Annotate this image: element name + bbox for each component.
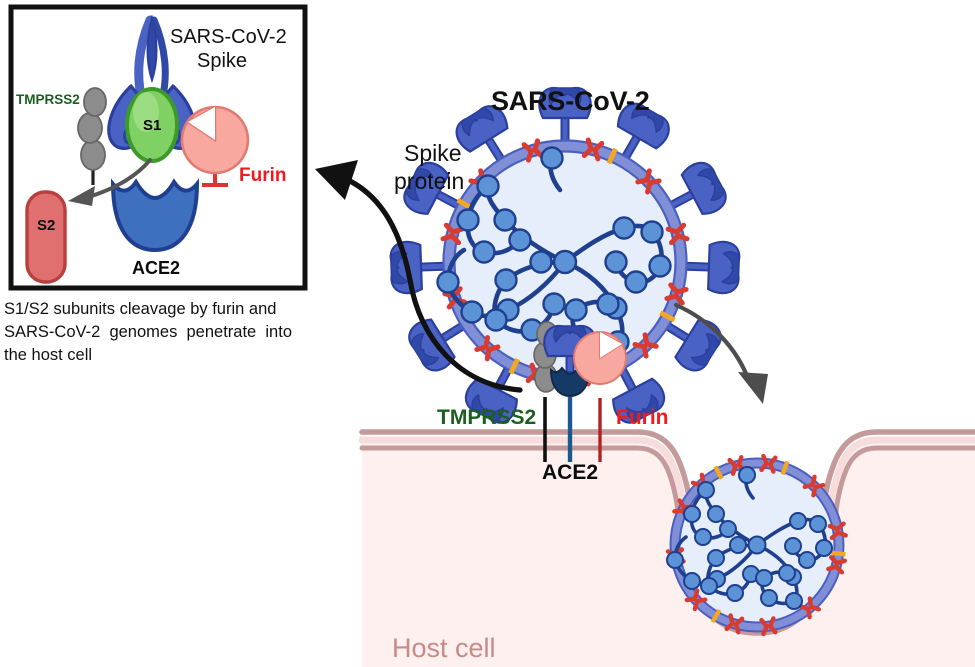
inset-furin-icon	[180, 105, 250, 187]
page-title: SARS-CoV-2	[491, 86, 650, 116]
arrow-to-inset	[345, 177, 523, 393]
arrow-to-inset-head	[315, 160, 358, 200]
inset-ace2-label: ACE2	[132, 258, 181, 278]
virion-spikes-outer	[389, 86, 741, 424]
caption-line-3: the host cell	[4, 346, 93, 364]
inset-s1-label: S1	[143, 117, 162, 134]
inset-ace2-icon	[110, 178, 200, 253]
inset-spike-title-line1: SARS-CoV-2	[170, 26, 287, 48]
inset-tmprss2-icon	[77, 87, 107, 185]
furin-label: Furin	[616, 406, 669, 429]
furin-icon	[572, 330, 627, 385]
spike-protein-label-line2: protein	[394, 168, 465, 194]
inset-s1-highlight	[133, 92, 159, 132]
endo-virion-rna-nodes	[666, 466, 833, 610]
endo-virion-envelope-outline	[669, 457, 845, 633]
tmprss2-label: TMPRSS2	[437, 406, 537, 429]
caption-line-2: SARS-CoV-2 genomes penetrate into	[4, 323, 292, 341]
host-membrane-outer	[359, 429, 975, 636]
inset-furin-label: Furin	[239, 165, 287, 186]
inset-cleavage-arrow-head	[68, 186, 95, 206]
inset-tmprss2-label: TMPRSS2	[16, 92, 80, 107]
spike-protein-label-line1: Spike	[404, 140, 462, 166]
inset-s2-subunit	[25, 190, 67, 284]
arrow-to-endocytosis-head	[738, 372, 768, 404]
inset-s2-label: S2	[37, 217, 56, 234]
host-cell-label: Host cell	[392, 633, 496, 663]
virion-rna-nodes	[436, 146, 672, 354]
ace2-label: ACE2	[542, 461, 599, 484]
inset-spike-title-line2: Spike	[197, 50, 248, 72]
caption-line-1: S1/S2 subunits cleavage by furin and	[4, 300, 277, 318]
